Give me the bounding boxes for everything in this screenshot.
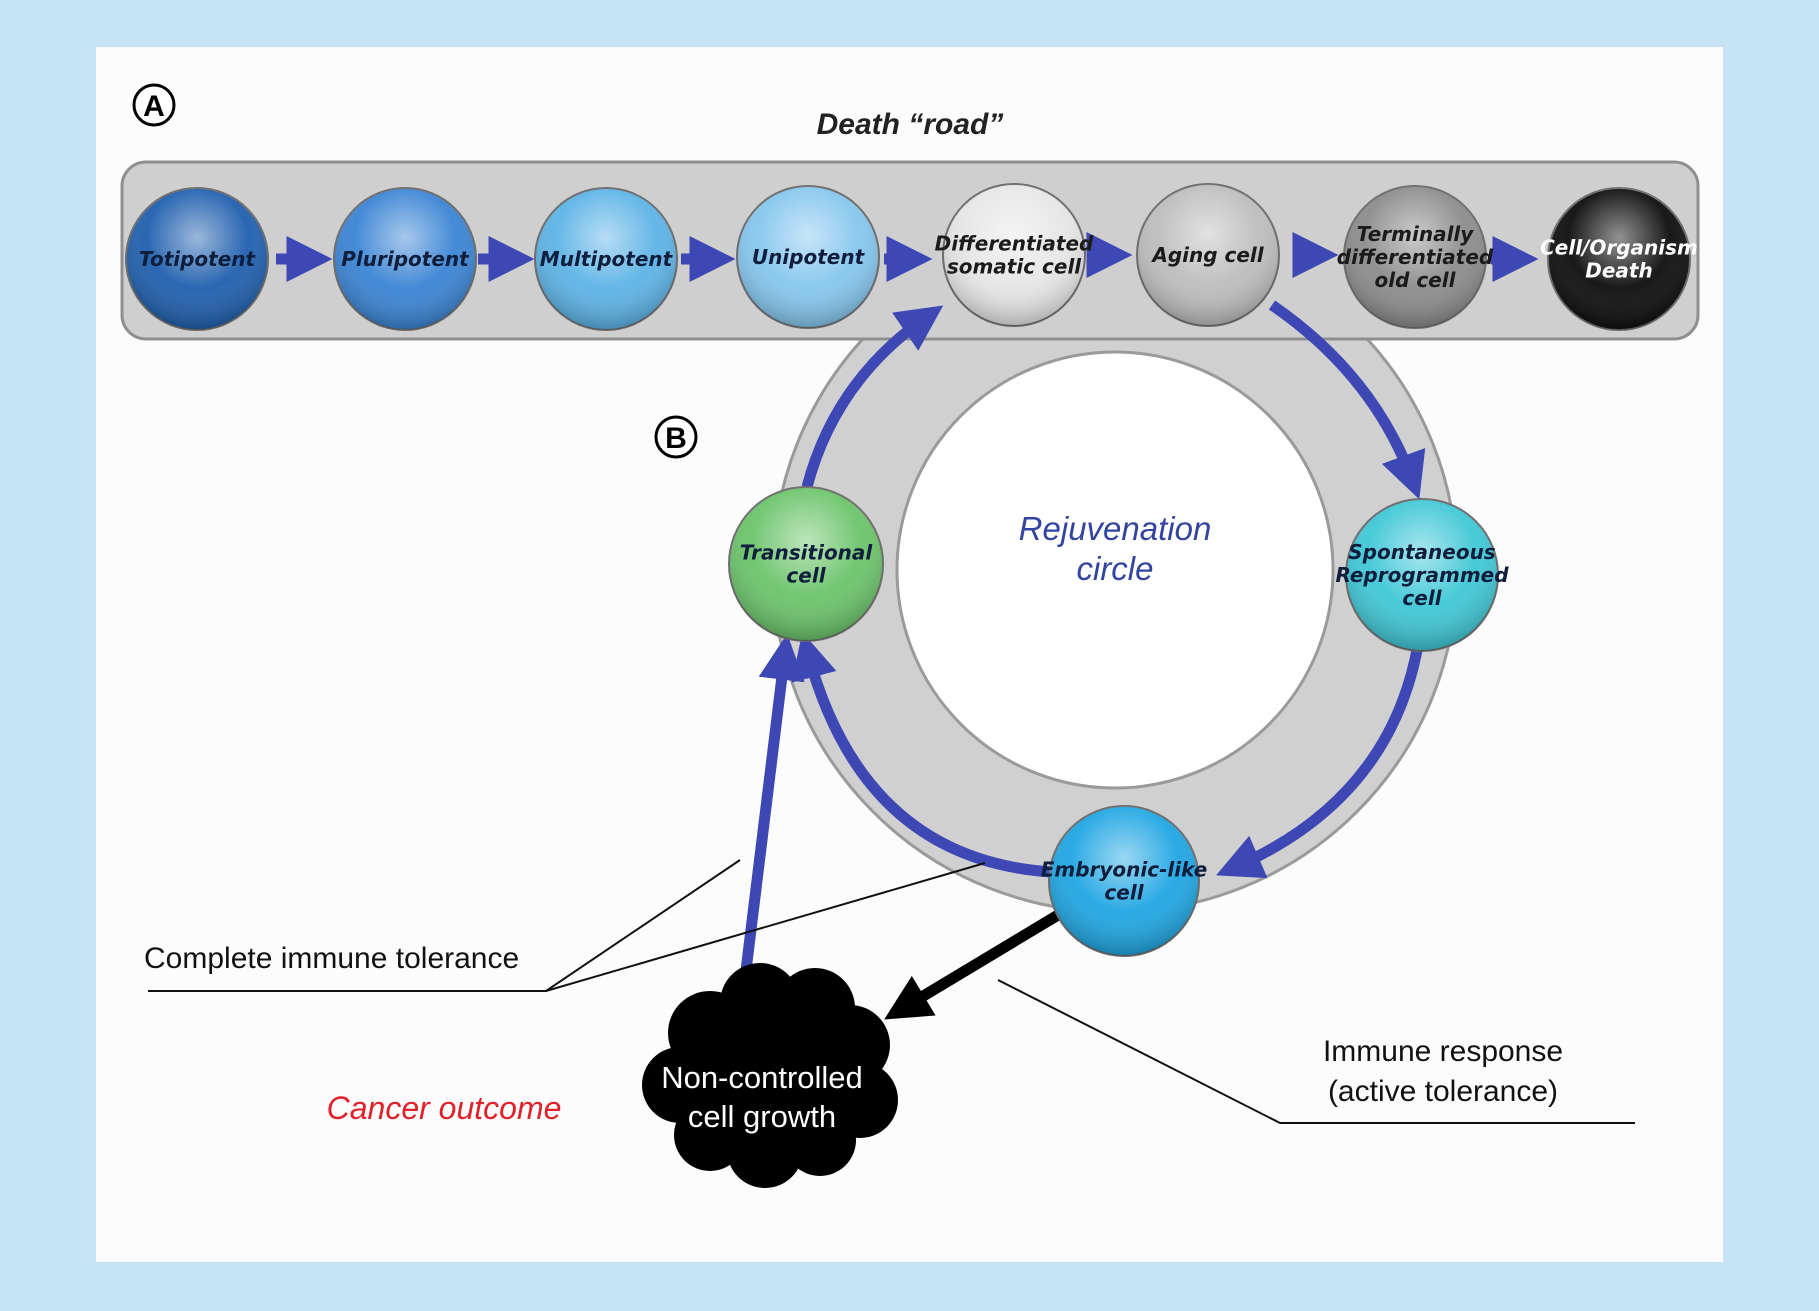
cell-terminally-differentiated-label: old cell — [1374, 268, 1456, 292]
cell-unipotent: Unipotent — [736, 185, 880, 329]
cell-spontaneous-reprogrammed-label: cell — [1402, 586, 1442, 610]
cell-terminally-differentiated-label: Terminally — [1357, 222, 1475, 246]
cell-aging-label: Aging cell — [1150, 243, 1264, 267]
complete-immune-tolerance-label: Complete immune tolerance — [144, 942, 519, 975]
cell-pluripotent: Pluripotent — [333, 187, 477, 331]
annotation-lines — [148, 859, 1635, 1124]
non-controlled-growth-blob — [642, 963, 898, 1188]
rejuvenation-arrows — [737, 300, 1426, 996]
arrow-growth-to-transitional — [737, 633, 805, 996]
cell-pluripotent-label: Pluripotent — [341, 247, 470, 271]
arrow-aging-to-spontaneous — [1268, 300, 1426, 500]
arrow-embryonic-to-growth — [884, 907, 1066, 1020]
cell-transitional-label: cell — [786, 564, 826, 588]
growth-label-line2: cell growth — [688, 1099, 836, 1134]
cell-aging-shading — [1137, 184, 1279, 326]
cell-transitional-shading — [729, 487, 883, 641]
rejuvenation-inner-circle — [895, 350, 1335, 790]
arrow-spontaneous-to-embryonic — [1216, 644, 1424, 879]
cell-unipotent-label: Unipotent — [752, 245, 866, 269]
cell-spontaneous-reprogrammed-label: Spontaneous — [1348, 540, 1496, 564]
arrow-embryonic-to-transitional — [791, 632, 1053, 878]
cell-pluripotent-shading — [334, 188, 476, 330]
cell-aging: Aging cell — [1136, 183, 1280, 327]
panel-a-letter: A — [143, 90, 165, 123]
cell-terminally-differentiated-label: differentiated — [1337, 245, 1494, 269]
cell-multipotent-label: Multipotent — [540, 247, 674, 271]
death-road-title: Death “road” — [817, 108, 1004, 141]
cell-transitional-label: Transitional — [740, 541, 874, 565]
death-road-cells: Totipotent Pluripotent Multipotent Unipoten… — [125, 183, 1698, 331]
arrow-transitional-to-differentiated — [801, 305, 944, 489]
cell-spontaneous-reprogrammed-shading — [1346, 499, 1498, 651]
response-leader — [997, 979, 1635, 1124]
tolerance-leader-branch — [545, 862, 986, 992]
cell-multipotent-shading — [535, 188, 677, 330]
immune-response-line2: (active tolerance) — [1328, 1075, 1558, 1108]
cell-organism-death-shading — [1548, 188, 1690, 330]
cell-organism-death-label: Cell/Organism — [1540, 236, 1698, 260]
cell-terminally-differentiated-shading — [1344, 186, 1486, 328]
cell-embryonic-like-label: Embryonic-like — [1041, 858, 1208, 882]
cell-embryonic-like-label: cell — [1104, 881, 1144, 905]
cell-spontaneous-reprogrammed-label: Reprogrammed — [1335, 563, 1509, 587]
cell-differentiated-somatic-shading — [943, 184, 1085, 326]
panel-b-marker: B — [654, 415, 698, 459]
death-road-arrows — [276, 231, 1539, 283]
cell-totipotent-shading — [126, 188, 268, 330]
rejuvenation-label-line2: circle — [1076, 550, 1153, 587]
immune-response-line1: Immune response — [1323, 1035, 1563, 1068]
cell-differentiated-somatic-label: Differentiated — [935, 232, 1094, 256]
cancer-outcome-label: Cancer outcome — [327, 1090, 562, 1126]
cell-totipotent: Totipotent — [125, 187, 269, 331]
cell-unipotent-shading — [737, 186, 879, 328]
cell-embryonic-like-shading — [1049, 806, 1199, 956]
cell-differentiated-somatic-label: somatic cell — [947, 255, 1082, 279]
panel-b-letter: B — [665, 422, 687, 455]
growth-label-line1: Non-controlled — [661, 1060, 863, 1095]
rejuvenation-label-line1: Rejuvenation — [1019, 510, 1212, 547]
cell-organism-death-label: Death — [1585, 259, 1652, 283]
rejuvenation-cells: SpontaneousReprogrammedcellEmbryonic-lik… — [728, 486, 1509, 957]
cell-totipotent-label: Totipotent — [139, 247, 257, 271]
cell-multipotent: Multipotent — [534, 187, 678, 331]
panel-a-marker: A — [132, 83, 176, 127]
